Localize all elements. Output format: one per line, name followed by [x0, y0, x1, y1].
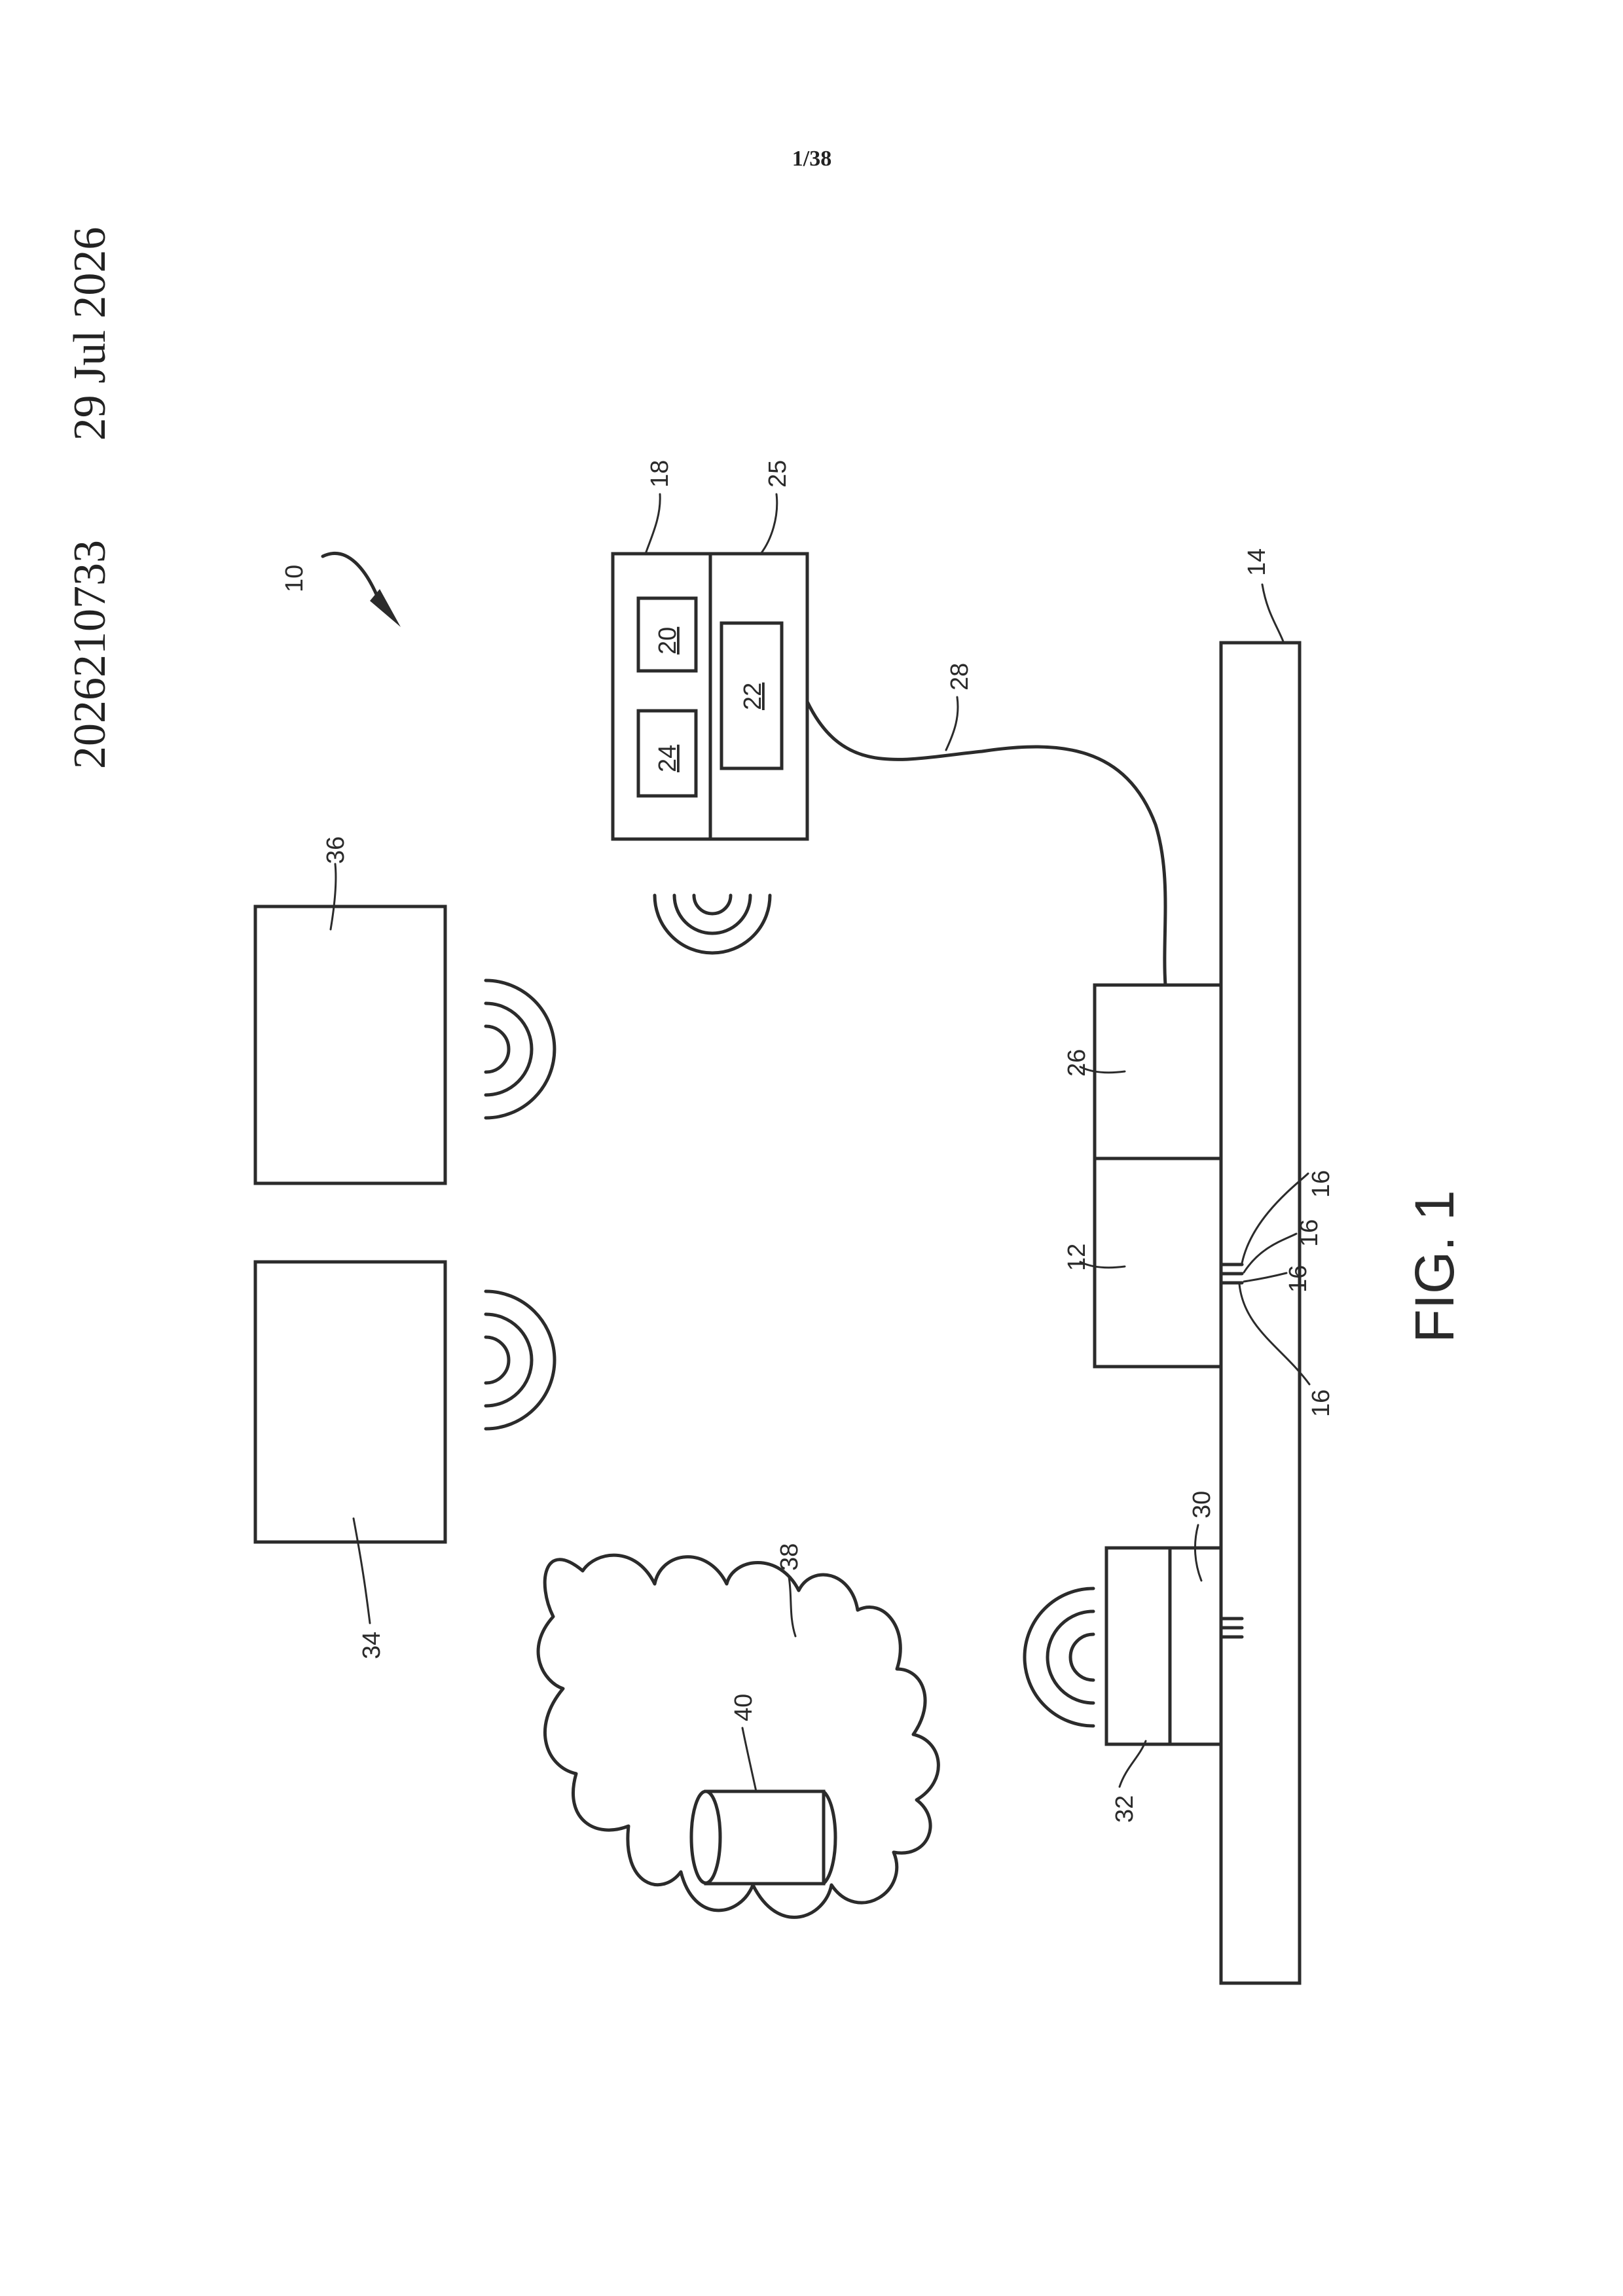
ref-16-label-c: 16: [1285, 1265, 1312, 1293]
ref-28-label: 28: [946, 663, 974, 691]
ref-20-label: 20: [654, 627, 682, 655]
module-30-32-wireless-icon: [1025, 1588, 1093, 1726]
ref-16-label-a: 16: [1307, 1170, 1335, 1198]
ref-22-label: 22: [739, 683, 767, 710]
sheet-number: 1/38: [792, 147, 831, 171]
ref-10-leader: [323, 553, 380, 602]
ref-14-label: 14: [1243, 548, 1271, 576]
ref-32-leader: [1120, 1741, 1146, 1787]
ref-36-label: 36: [322, 836, 350, 864]
device-12: [1095, 1158, 1221, 1367]
ref-14-leader: [1262, 584, 1283, 641]
ref-30-label: 30: [1188, 1491, 1216, 1518]
ref-32-label: 32: [1111, 1795, 1139, 1823]
ref-26-label: 26: [1063, 1049, 1091, 1077]
figure-caption: FIG. 1: [1404, 1190, 1465, 1342]
ref-38-label: 38: [776, 1543, 803, 1571]
ref-38-leader: [789, 1577, 795, 1636]
ref-28-leader: [946, 697, 958, 750]
device-36: [255, 906, 445, 1183]
ref-16-label-d: 16: [1307, 1390, 1335, 1417]
ref-18-leader: [646, 494, 660, 554]
device-36-wireless-icon: [486, 980, 555, 1118]
ref-40-leader: [742, 1728, 756, 1791]
arrow-head-icon: [370, 589, 401, 627]
module-30-32: [1106, 1548, 1221, 1744]
ref-12-label: 12: [1063, 1244, 1091, 1271]
device-34-wireless-icon: [486, 1291, 555, 1429]
publication-number: 2026210733: [65, 540, 115, 769]
ref-24-label: 24: [654, 745, 682, 772]
ref-10-label: 10: [281, 565, 308, 592]
cable-28: [807, 702, 1165, 985]
ref-18-label: 18: [646, 460, 674, 488]
ref-34-label: 34: [358, 1632, 386, 1659]
device-18-wireless-icon: [655, 895, 770, 953]
bus-14: [1221, 643, 1300, 1983]
device-34: [255, 1262, 445, 1542]
database-40-icon: [691, 1791, 835, 1884]
ref-25-label: 25: [764, 460, 792, 488]
ref-25-leader: [761, 494, 777, 554]
ref-16-label-b: 16: [1296, 1219, 1323, 1247]
ref-40-label: 40: [730, 1694, 757, 1721]
publication-date: 29 Jul 2026: [65, 227, 115, 441]
